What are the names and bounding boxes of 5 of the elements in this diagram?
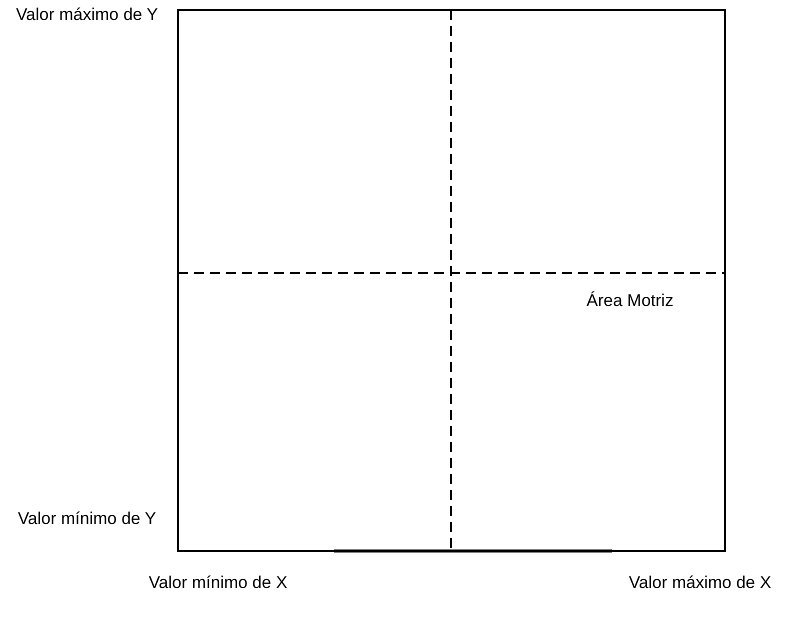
axis-label: Valor máximo de Y xyxy=(14,4,160,25)
axis-label: Valor mínimo de Y xyxy=(16,508,158,529)
axis-label: Valor máximo de X xyxy=(628,572,772,593)
area-label: Área Motriz xyxy=(586,290,674,311)
axis-label: Valor mínimo de X xyxy=(148,572,288,593)
